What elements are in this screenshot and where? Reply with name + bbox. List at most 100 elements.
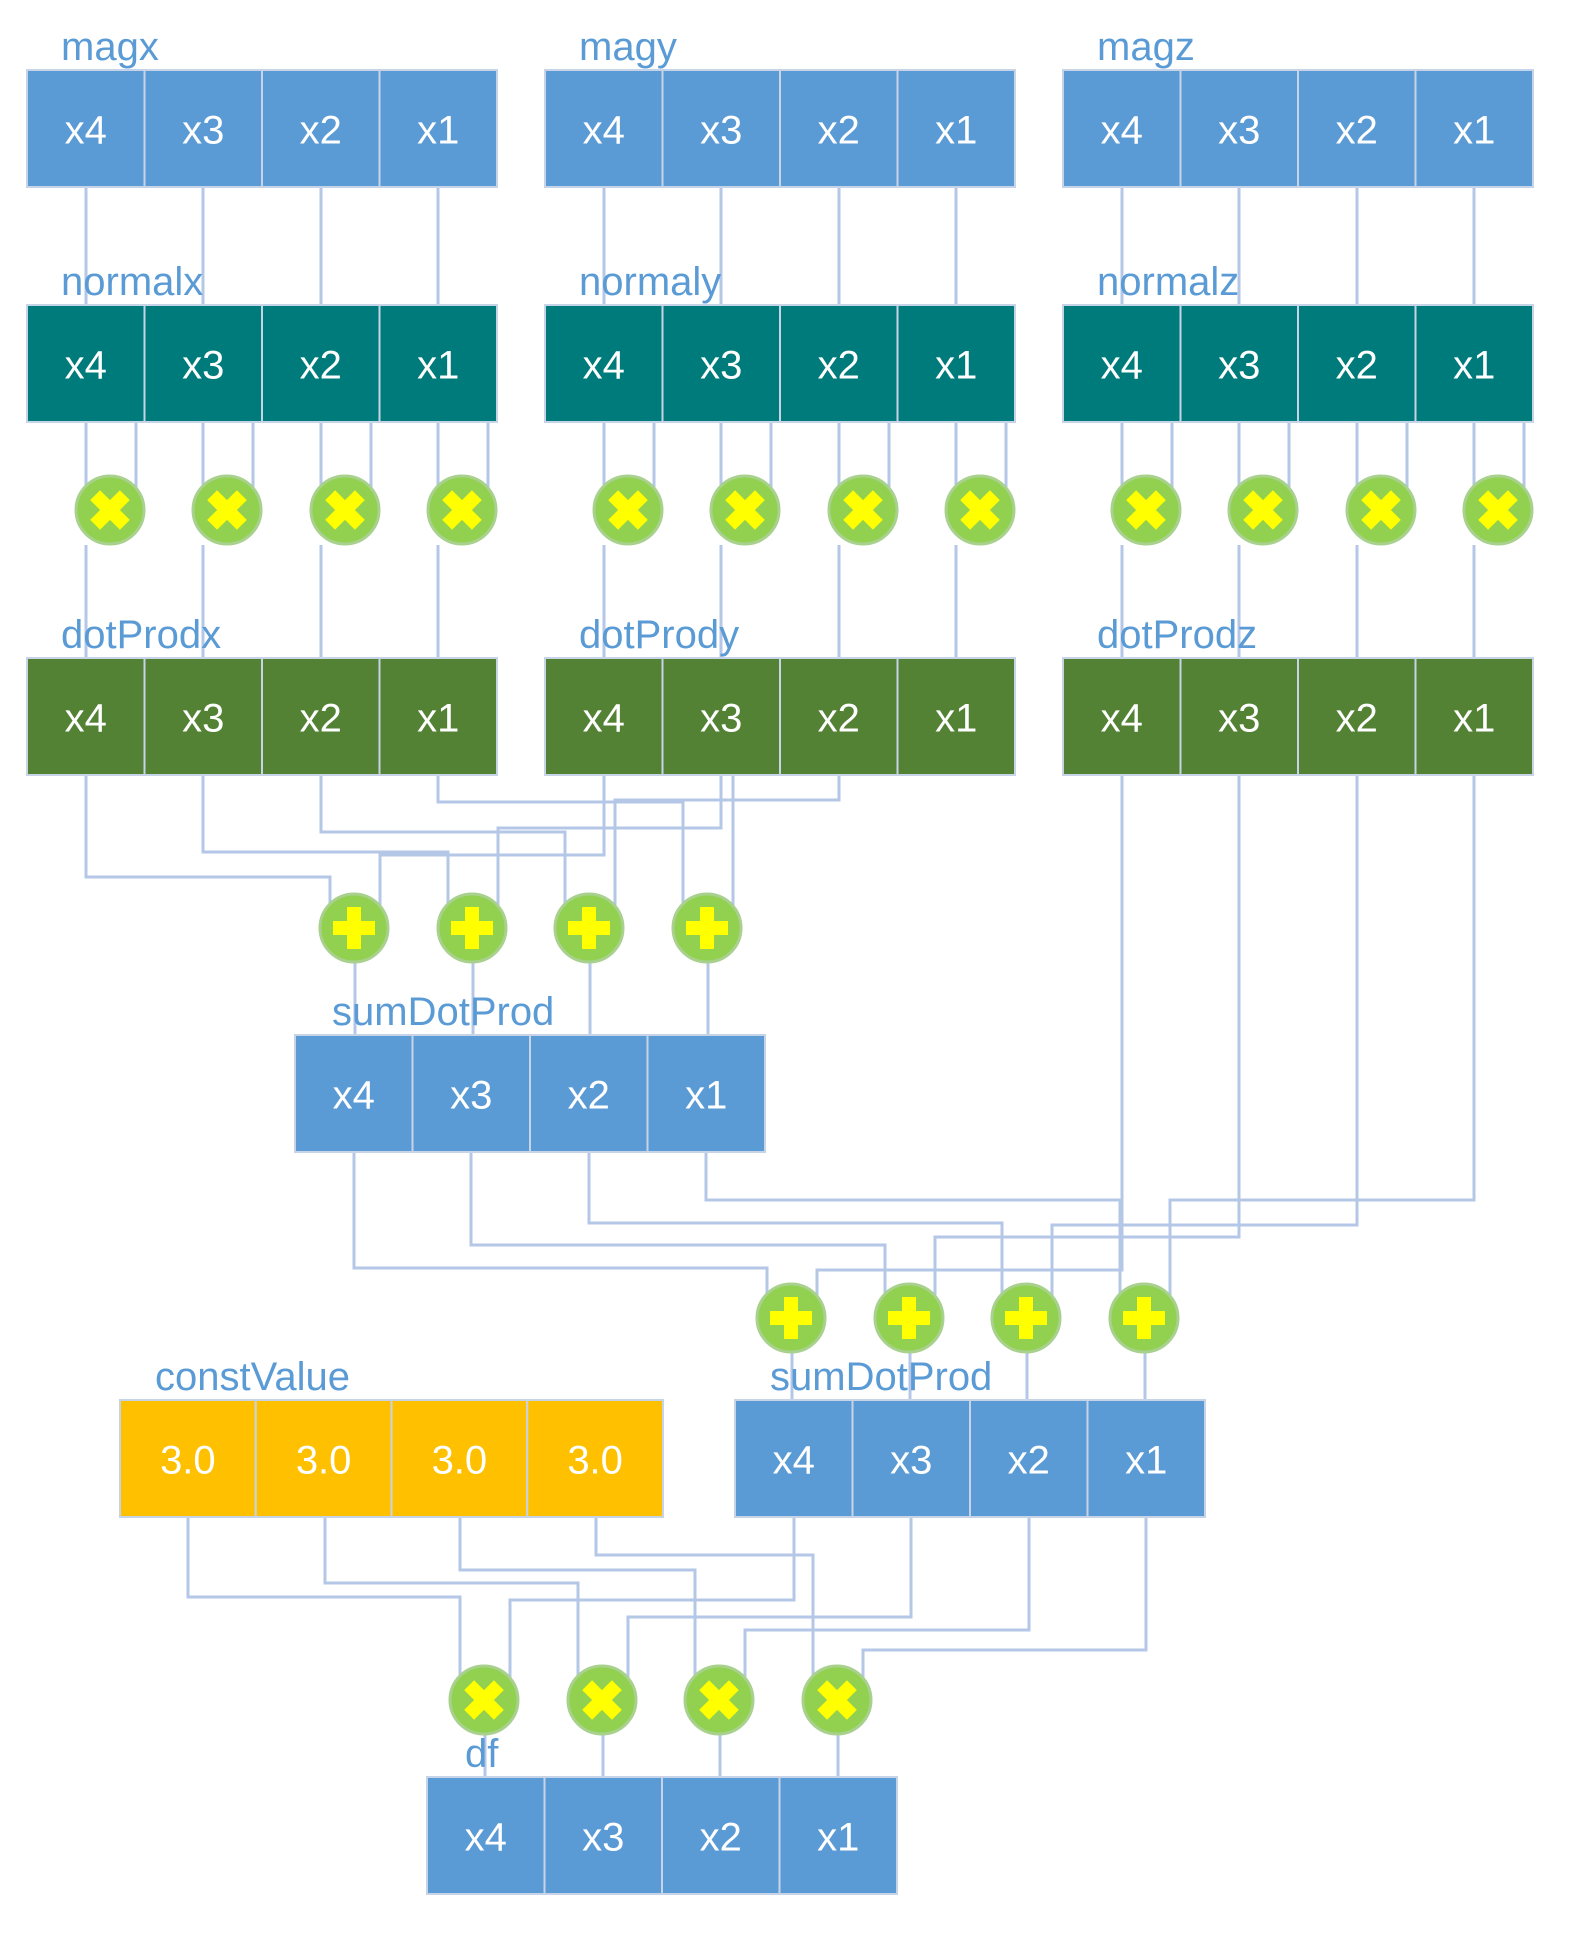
times-bar xyxy=(725,490,765,530)
cell-value: x2 xyxy=(300,344,342,388)
register-cell xyxy=(896,69,1016,188)
register-label: constValue xyxy=(155,1355,350,1399)
connector-wire xyxy=(84,775,332,913)
cell-value: x3 xyxy=(182,697,224,741)
add-operator-icon xyxy=(436,892,508,964)
register-cell xyxy=(26,304,146,423)
multiply-operator-icon xyxy=(944,474,1016,546)
cell-value: x4 xyxy=(65,344,107,388)
multiply-operator-icon xyxy=(426,474,498,546)
cell-value: x2 xyxy=(1336,697,1378,741)
times-bar xyxy=(325,490,365,530)
times-bar xyxy=(464,1680,504,1720)
register-cell xyxy=(1297,304,1417,423)
register-cell xyxy=(143,69,263,188)
multiply-operator-icon xyxy=(1227,474,1299,546)
register-cell xyxy=(143,657,263,776)
multiply-operator-icon xyxy=(683,1664,755,1736)
register-sumDotProd1: sumDotProd x4 x3 x2 x1 xyxy=(294,990,766,1153)
cell-value: x2 xyxy=(700,1816,742,1860)
register-cell xyxy=(543,1776,663,1895)
register-cell xyxy=(411,1034,531,1153)
times-bar xyxy=(1361,490,1401,530)
cell-value: x1 xyxy=(1453,697,1495,741)
cell-value: x3 xyxy=(700,109,742,153)
register-cell xyxy=(261,69,381,188)
cell-value: x1 xyxy=(935,344,977,388)
connector-wire xyxy=(323,1517,580,1685)
register-label: dotProdx xyxy=(61,613,221,657)
register-cell xyxy=(426,1776,546,1895)
cell-value: x4 xyxy=(65,697,107,741)
cell-value: x2 xyxy=(1336,344,1378,388)
register-cell xyxy=(261,657,381,776)
multiply-operator-icon xyxy=(74,474,146,546)
cell-value: x1 xyxy=(1125,1439,1167,1483)
register-cell xyxy=(378,657,498,776)
cell-value: x1 xyxy=(935,109,977,153)
register-label: normalx xyxy=(61,260,203,304)
cell-value: x3 xyxy=(450,1074,492,1118)
cell-value: x4 xyxy=(583,109,625,153)
add-operator-icon xyxy=(1108,1282,1180,1354)
multiply-operator-icon xyxy=(827,474,899,546)
connector-wire xyxy=(587,1152,1004,1303)
register-cell xyxy=(896,657,1016,776)
add-operator-icon xyxy=(671,892,743,964)
connector-wire xyxy=(352,1152,769,1303)
register-cell xyxy=(1414,69,1534,188)
times-bar xyxy=(582,1680,622,1720)
cell-value: x1 xyxy=(417,697,459,741)
plus-bar xyxy=(1137,1297,1151,1339)
connector-wire xyxy=(731,770,958,913)
register-cell xyxy=(779,657,899,776)
times-bar xyxy=(699,1680,739,1720)
register-cell xyxy=(526,1399,664,1518)
times-bar xyxy=(843,490,883,530)
connector-wire xyxy=(594,1517,815,1685)
cell-value: x2 xyxy=(568,1074,610,1118)
cell-value: x1 xyxy=(685,1074,727,1118)
times-bar xyxy=(608,490,648,530)
cell-value: x2 xyxy=(1008,1439,1050,1483)
times-bar xyxy=(90,490,130,530)
times-bar xyxy=(1243,490,1283,530)
register-cell xyxy=(254,1399,393,1518)
multiply-operator-icon xyxy=(592,474,664,546)
cell-value: x3 xyxy=(890,1439,932,1483)
cell-value: x2 xyxy=(818,697,860,741)
times-bar xyxy=(207,490,247,530)
register-label: magx xyxy=(61,25,159,69)
times-bar xyxy=(960,490,1000,530)
cell-value: x4 xyxy=(465,1816,507,1860)
connector-wire xyxy=(861,1517,1148,1685)
multiply-operator-icon xyxy=(448,1664,520,1736)
connector-wire xyxy=(613,775,841,913)
cell-value: x1 xyxy=(417,109,459,153)
plus-bar xyxy=(700,907,714,949)
connector-wire xyxy=(378,775,606,913)
add-operator-icon xyxy=(553,892,625,964)
register-cell xyxy=(1414,304,1534,423)
connector-wire xyxy=(743,1517,1031,1685)
cell-value: x3 xyxy=(700,344,742,388)
cell-value: x4 xyxy=(1101,697,1143,741)
multiply-operator-icon xyxy=(566,1664,638,1736)
register-cell xyxy=(734,1399,854,1518)
cell-value: x4 xyxy=(773,1439,815,1483)
cell-value: x2 xyxy=(300,697,342,741)
multiply-operator-icon xyxy=(191,474,263,546)
register-cell xyxy=(390,1399,529,1518)
cell-value: x4 xyxy=(333,1074,375,1118)
register-cell xyxy=(261,304,381,423)
connector-wire xyxy=(815,775,1124,1303)
cell-value: x2 xyxy=(1336,109,1378,153)
register-label: sumDotProd xyxy=(332,990,554,1034)
